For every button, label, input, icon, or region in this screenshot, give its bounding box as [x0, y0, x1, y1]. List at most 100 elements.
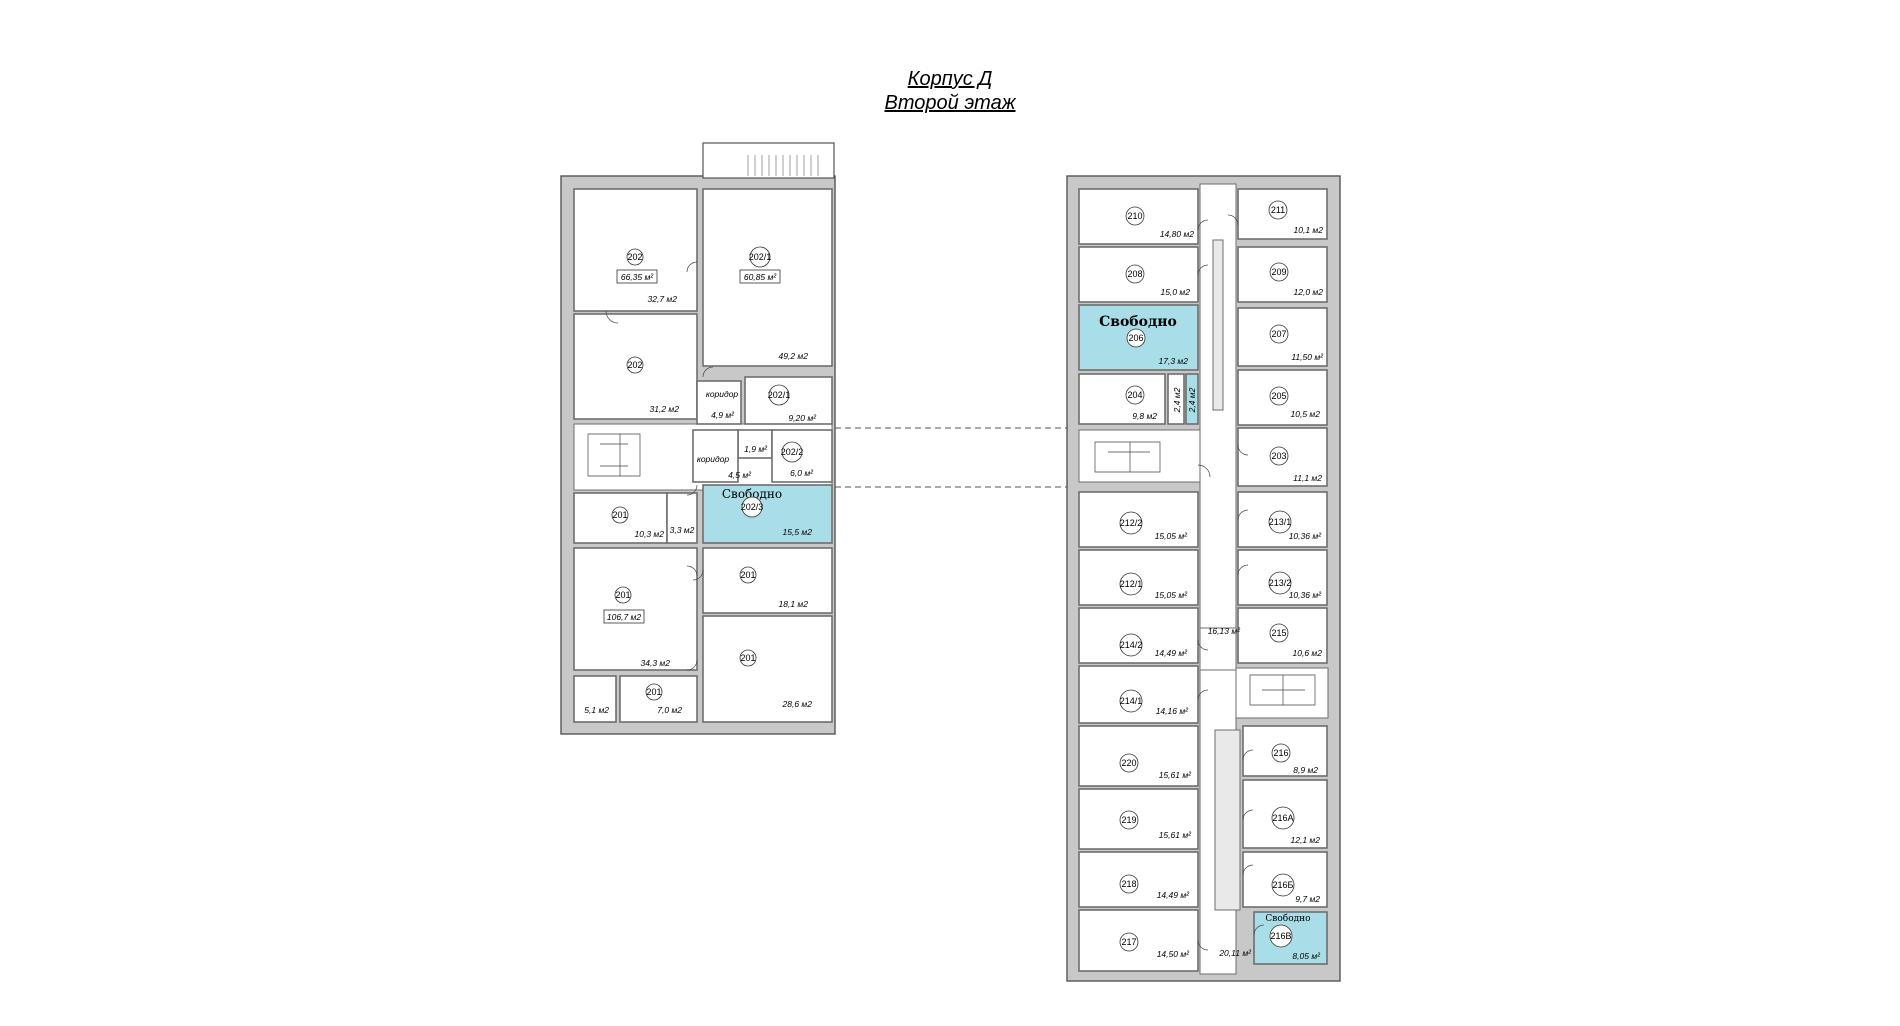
- room-area: 5,1 м2: [584, 705, 609, 715]
- stair-symbol: [587, 433, 1316, 706]
- room-number: 212/2: [1120, 518, 1143, 528]
- room-number: 215: [1271, 628, 1286, 638]
- room-201-7-labels: 201 7,0 м2: [645, 683, 682, 715]
- room-area: 11,1 м2: [1293, 473, 1322, 483]
- room-area: 3,3 м2: [670, 525, 695, 535]
- room-area: 9,20 м²: [788, 413, 817, 423]
- room-area: 10,3 м2: [635, 529, 665, 539]
- room-area: 12,0 м2: [1294, 287, 1324, 297]
- room-212-2-labels: 212/2 15,05 м²: [1119, 511, 1188, 541]
- room-3-3-labels: 3,3 м2: [670, 525, 695, 535]
- room-202-labels: 202 66,35 м² 32,7 м2: [616, 248, 677, 304]
- room-area: 15,05 м²: [1155, 590, 1188, 600]
- room-220[interactable]: [1078, 725, 1199, 787]
- room-area: 34,3 м2: [641, 658, 671, 668]
- room-number: 201: [646, 687, 661, 697]
- room-202-2[interactable]: [771, 429, 833, 483]
- room-number: 216Б: [1273, 880, 1294, 890]
- room-number: 213/1: [1269, 517, 1292, 527]
- room-area: 10,1 м2: [1294, 225, 1324, 235]
- room-area: 15,05 м²: [1155, 531, 1188, 541]
- room-208-labels: 208 15,0 м2: [1125, 264, 1191, 297]
- room-5-1[interactable]: [573, 675, 617, 723]
- room-number: 213/2: [1269, 578, 1292, 588]
- room-216-labels: 216 8,9 м2: [1271, 743, 1318, 775]
- total-area: 60,85 м²: [744, 272, 777, 282]
- right-stair-hall-2: [1235, 667, 1329, 719]
- room-area: 8,05 м²: [1292, 951, 1321, 961]
- room-number: 216: [1273, 748, 1288, 758]
- room-5-1-labels: 5,1 м2: [584, 705, 609, 715]
- entrance-porch: [702, 142, 835, 179]
- room-corridor-2[interactable]: [692, 429, 739, 483]
- room-area: 15,0 м2: [1161, 287, 1191, 297]
- room-number: 206: [1128, 333, 1143, 343]
- room-212-1[interactable]: [1078, 549, 1199, 606]
- corridor-area: 16,13 м²: [1208, 626, 1241, 636]
- room-area: 9,7 м2: [1295, 894, 1320, 904]
- room-203-labels: 203 11,1 м2: [1269, 446, 1322, 483]
- room-area: 49,2 м2: [779, 351, 809, 361]
- room-218[interactable]: [1078, 851, 1199, 908]
- room-number: 208: [1127, 269, 1142, 279]
- room-201-28[interactable]: [702, 615, 833, 723]
- room-number-circle: [626, 356, 644, 374]
- room-number: 201: [740, 570, 755, 580]
- room-number-circle: [768, 384, 790, 406]
- room-202-2-labels: 202/2 6,0 м²: [781, 441, 814, 478]
- room-214-2[interactable]: [1078, 607, 1199, 664]
- room-area: 12,1 м2: [1291, 835, 1321, 845]
- room-number: 217: [1121, 937, 1136, 947]
- room-number: 202/1: [768, 390, 791, 400]
- room-201-big-labels: 201 106,7 м2 34,3 м2: [603, 586, 671, 668]
- room-202-1-small[interactable]: [744, 376, 833, 425]
- free-status: Свободно: [1099, 314, 1177, 330]
- room-number: 216А: [1272, 813, 1293, 823]
- room-202-b-labels: 202 31,2 м2: [626, 356, 679, 414]
- room-area: 15,61 м²: [1159, 770, 1192, 780]
- room-201-18[interactable]: [702, 547, 833, 614]
- room-label: коридор: [706, 389, 739, 399]
- room-number: 212/1: [1120, 579, 1143, 589]
- room-202-1-labels: 202/1 60,85 м² 49,2 м2: [739, 246, 809, 361]
- room-area: 2,4 м2: [1187, 387, 1197, 413]
- room-area: 9,8 м2: [1132, 411, 1157, 421]
- room-209[interactable]: [1237, 246, 1328, 303]
- room-area: 10,6 м2: [1293, 648, 1323, 658]
- room-204-labels: 204 9,8 м2: [1125, 385, 1157, 421]
- room-number: 220: [1121, 758, 1136, 768]
- room-201-big[interactable]: [573, 547, 698, 671]
- room-219[interactable]: [1078, 788, 1199, 850]
- room-207-labels: 207 11,50 м²: [1269, 324, 1324, 362]
- room-206-labels: Свободно 206 17,3 м2: [1099, 314, 1188, 366]
- room-202-1-small-labels: 202/1 9,20 м²: [768, 384, 817, 423]
- room-2-4-labels: 2,4 м2 2,4 м2: [1172, 387, 1197, 413]
- room-number: 202: [627, 252, 642, 262]
- room-number: 201: [612, 510, 627, 520]
- room-2-4-a[interactable]: [1167, 373, 1185, 425]
- room-area: 10,5 м2: [1291, 409, 1321, 419]
- room-213-2-labels: 213/2 10,36 м²: [1268, 571, 1322, 600]
- room-area: 6,0 м²: [790, 468, 814, 478]
- room-2-4-b[interactable]: [1185, 373, 1199, 425]
- room-area: 10,36 м²: [1289, 590, 1322, 600]
- room-number: 218: [1121, 879, 1136, 889]
- room-number-circle: [781, 441, 803, 463]
- room-corridor-1[interactable]: [696, 380, 742, 425]
- room-205-labels: 205 10,5 м2: [1269, 386, 1321, 419]
- room-number: 202: [627, 360, 642, 370]
- room-area: 14,16 м²: [1156, 706, 1189, 716]
- room-number: 201: [615, 590, 630, 600]
- room-206[interactable]: [1078, 304, 1199, 371]
- corridor-2-labels: коридор 4,5 м²: [697, 454, 752, 480]
- free-status: Свободно: [722, 487, 782, 501]
- room-217[interactable]: [1078, 909, 1199, 972]
- room-204[interactable]: [1078, 373, 1166, 425]
- room-3-3[interactable]: [666, 492, 698, 544]
- room-202-3[interactable]: [702, 484, 833, 544]
- corridor-partition: [1214, 729, 1241, 911]
- corridor-area: 20,11 м²: [1218, 948, 1252, 958]
- room-203[interactable]: [1237, 427, 1328, 487]
- room-202-3-labels: Свободно 202/3 15,5 м2: [722, 487, 812, 537]
- room-area: 1,9 м²: [744, 444, 768, 454]
